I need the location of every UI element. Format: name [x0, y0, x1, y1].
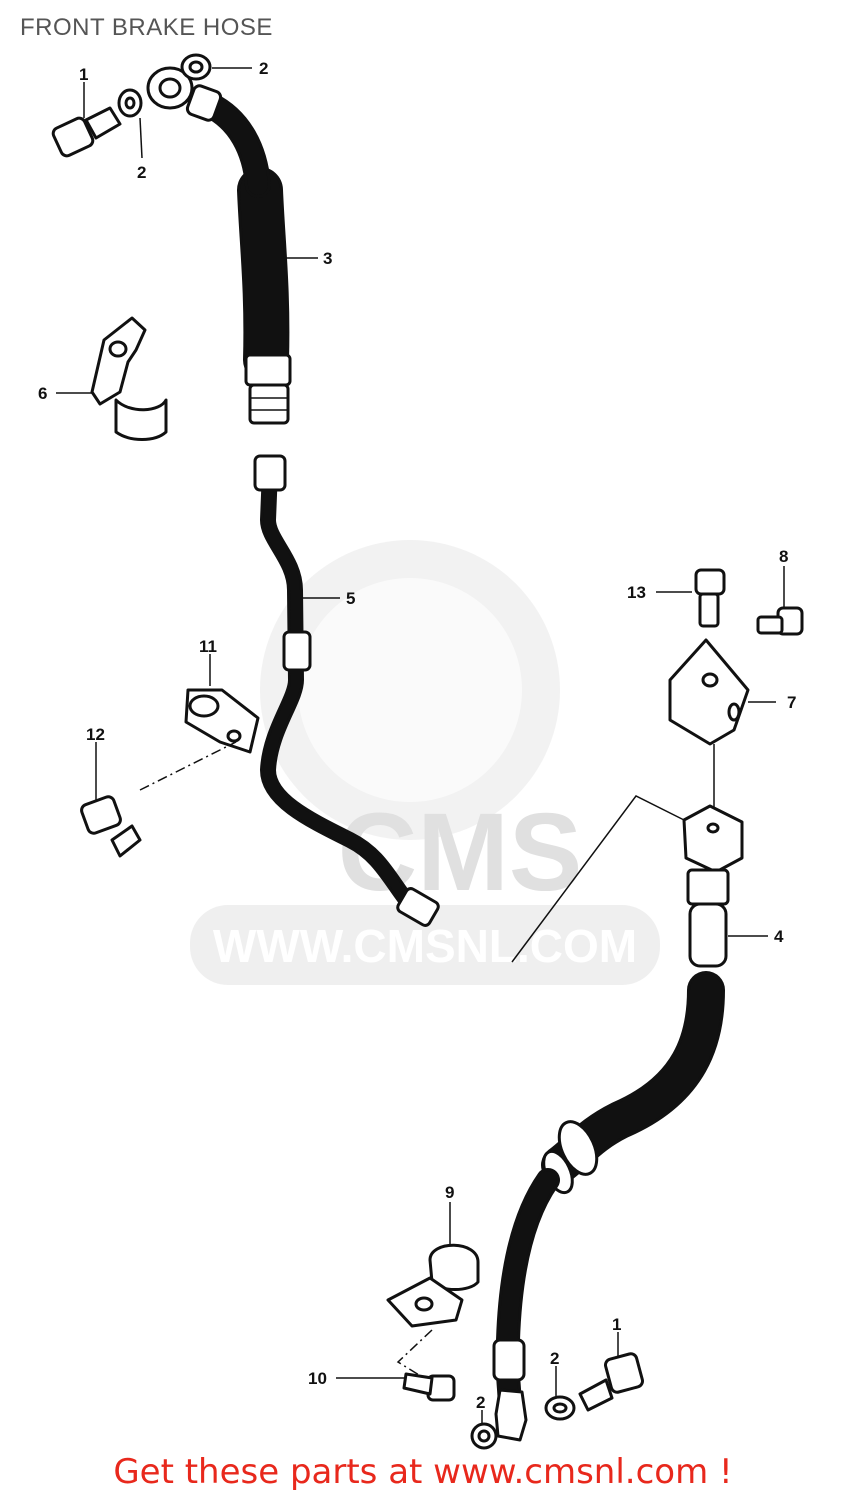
callout-bolt-bracket: 13	[627, 583, 646, 602]
callout-washer-top-right: 2	[259, 59, 268, 78]
lower-hose	[492, 804, 744, 1442]
bolt-top	[51, 106, 122, 158]
washer-bottom-right	[544, 1395, 576, 1421]
callout-washer-bottom-left: 2	[476, 1393, 485, 1412]
callout-bolt-top: 1	[79, 65, 88, 84]
washer-top-right	[180, 53, 212, 81]
bolt-lower	[402, 1372, 456, 1402]
footer-link-text[interactable]: Get these parts at www.cmsnl.com !	[113, 1452, 733, 1492]
clamp-upper	[90, 316, 168, 441]
bracket-right	[668, 638, 750, 746]
callout-brake-pipe: 5	[346, 589, 355, 608]
watermark: CMS WWW.CMSNL.COM	[190, 540, 660, 985]
callout-washer-top-left: 2	[137, 163, 146, 182]
bolt-bracket	[694, 568, 726, 628]
callout-lower-hose: 4	[774, 927, 784, 946]
bolt-right	[756, 606, 804, 636]
watermark-url: WWW.CMSNL.COM	[213, 920, 637, 972]
callouts: 1 2 2 3 6 5 11 12 13 8 7 4 9 10 2 2 1	[38, 59, 796, 1412]
callout-upper-hose: 3	[323, 249, 332, 268]
clamp-middle	[184, 688, 260, 754]
callout-bracket-right: 7	[787, 693, 796, 712]
callout-bolt-right: 8	[779, 547, 788, 566]
washer-bottom-left	[470, 1422, 498, 1450]
callout-washer-bottom-right: 2	[550, 1349, 559, 1368]
callout-bolt-middle: 12	[86, 725, 105, 744]
callout-clamp-middle: 11	[199, 637, 217, 656]
clamp-lower	[386, 1243, 480, 1328]
callout-bolt-bottom: 1	[612, 1315, 621, 1334]
leader-lines	[56, 67, 785, 1424]
upper-hose	[146, 66, 292, 425]
callout-clamp-lower: 9	[445, 1183, 454, 1202]
page-title: FRONT BRAKE HOSE	[20, 14, 273, 41]
brake-pipe	[253, 454, 440, 927]
washer-top-left	[117, 88, 143, 118]
callout-clamp-upper: 6	[38, 384, 47, 403]
callout-bolt-lower: 10	[308, 1369, 327, 1388]
bolt-bottom	[578, 1352, 645, 1412]
bolt-middle	[80, 795, 142, 858]
